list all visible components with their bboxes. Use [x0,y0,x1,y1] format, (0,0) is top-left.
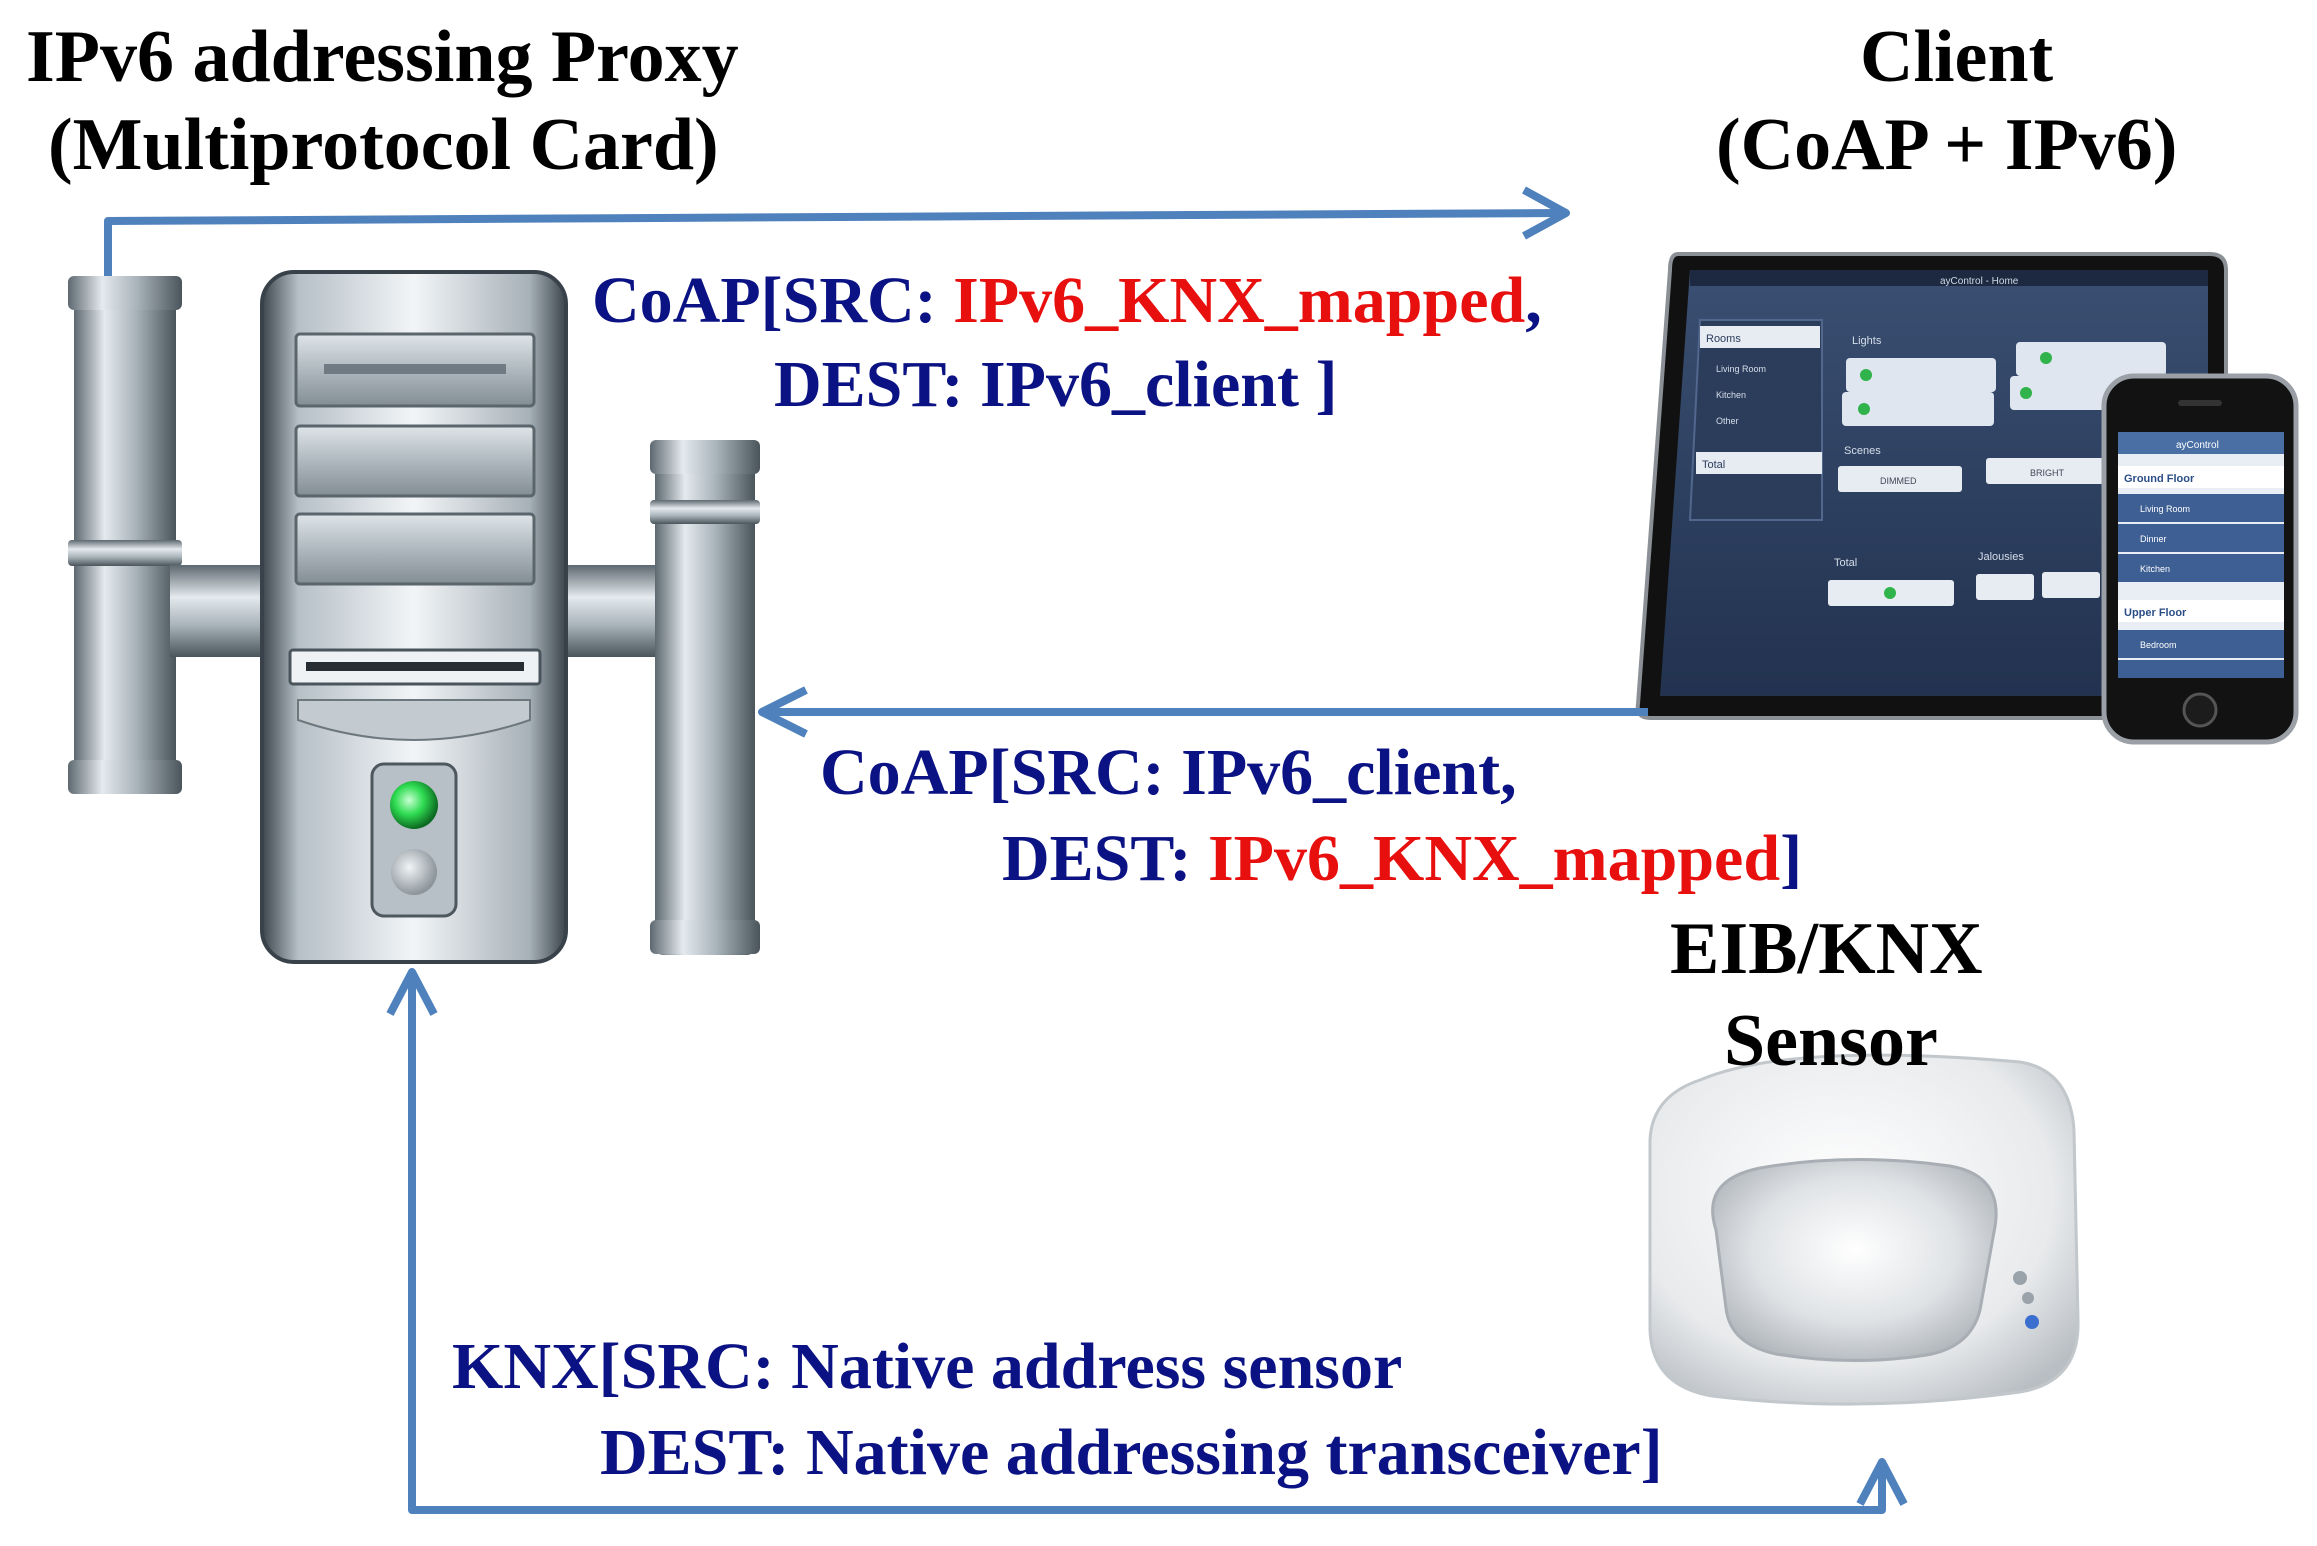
msg3-line1: KNX[SRC: Native address sensor [452,1330,1403,1403]
msg3-line2: DEST: Native addressing transceiver] [600,1416,1663,1489]
phone-app-title: ayControl [2176,440,2219,451]
tablet-room-living: Living Room [1716,364,1766,374]
sensor-title-line2: Sensor [1724,1000,1938,1082]
client-title: Client [1860,20,2053,94]
tablet-rooms-label: Rooms [1706,333,1741,345]
msg1-line2: DEST: IPv6_client ] [774,348,1338,421]
message-proxy-to-client-line1: CoAP[SRC: IPv6_KNX_mapped, [592,268,1542,334]
tablet-scene-dimmed: DIMMED [1880,476,1917,486]
msg1-suffix: , [1525,264,1542,337]
msg2-prefix: DEST: [1002,822,1208,895]
client-title-line1: Client [1860,16,2054,98]
proxy-title-line2: (Multiprotocol Card) [48,104,719,186]
message-client-to-proxy-line1: CoAP[SRC: IPv6_client, [820,740,1517,806]
client-title-line2: (CoAP + IPv6) [1716,104,2178,186]
tablet-scenes-label: Scenes [1844,445,1881,457]
msg1-prefix: CoAP[SRC: [592,264,954,337]
tablet-scene-bright: BRIGHT [2030,468,2065,478]
tablet-lights-label: Lights [1852,335,1882,347]
knx-sensor-icon [1648,1053,2080,1406]
tablet-total-label: Total [1834,557,1857,569]
phone-upper-floor: Upper Floor [2124,607,2187,619]
proxy-title-line1: IPv6 addressing Proxy [26,16,739,98]
msg1-highlight: IPv6_KNX_mapped [953,264,1526,337]
sensor-title-line1: EIB/KNX [1670,908,1983,990]
client-subtitle: (CoAP + IPv6) [1716,108,2177,182]
phone-ground-floor: Ground Floor [2124,473,2195,485]
message-sensor-to-proxy-line1: KNX[SRC: Native address sensor [452,1334,1402,1400]
msg2-line1: CoAP[SRC: IPv6_client, [820,736,1517,809]
tablet-app-title: ayControl - Home [1940,276,2019,287]
phone-device-icon: ayControl Ground Floor Living Room Dinne… [2101,373,2299,745]
proxy-subtitle: (Multiprotocol Card) [48,108,719,182]
arrow-client-to-proxy [758,686,1648,738]
tablet-room-kitchen: Kitchen [1716,390,1746,400]
phone-item-bedroom: Bedroom [2140,640,2177,650]
message-client-to-proxy-line2: DEST: IPv6_KNX_mapped] [1002,826,1802,892]
phone-item-kitchen: Kitchen [2140,564,2170,574]
proxy-title: IPv6 addressing Proxy [26,20,739,94]
sensor-title: EIB/KNX [1670,912,1983,986]
phone-item-dinner: Dinner [2140,534,2167,544]
proxy-server-icon [68,270,760,964]
tablet-jalousies-label: Jalousies [1978,551,2024,563]
tablet-room-other: Other [1716,416,1739,426]
msg2-suffix: ] [1780,822,1803,895]
arrow-sensor-to-proxy [386,968,1908,1514]
sensor-subtitle: Sensor [1724,1004,1938,1078]
tablet-total-list-label: Total [1702,459,1725,471]
phone-item-living: Living Room [2140,504,2190,514]
message-sensor-to-proxy-line2: DEST: Native addressing transceiver] [600,1420,1663,1486]
msg2-highlight: IPv6_KNX_mapped [1208,822,1781,895]
tablet-device-icon: ayControl - Home Rooms Living Room Kitch… [1635,252,2228,720]
message-proxy-to-client-line2: DEST: IPv6_client ] [774,352,1337,418]
arrow-proxy-to-client [104,186,1570,276]
